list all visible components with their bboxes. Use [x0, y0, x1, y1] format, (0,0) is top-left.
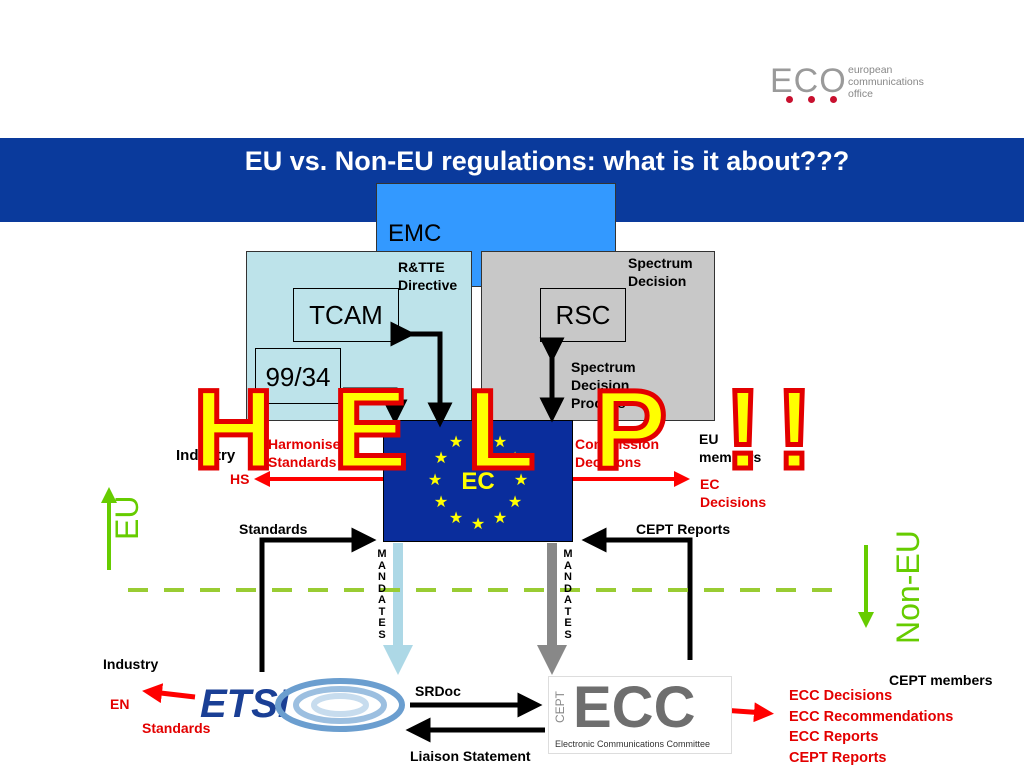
spectrum-decision-process-label: Spectrum Decision Process	[571, 359, 636, 411]
eco-logo-mark: ECO	[770, 62, 847, 100]
commission-decisions-label: Commission Decisions	[575, 436, 660, 470]
cept-members-label: CEPT members	[889, 672, 993, 688]
industry-label: Industry	[103, 656, 159, 672]
ecc-logo-text: ECC	[573, 675, 696, 740]
rtte-label: R&TTE Directive	[398, 259, 458, 293]
etsi-logo-swirl	[275, 678, 405, 732]
mandates-left-label: M A N D A T E S	[377, 548, 387, 641]
standards-arrow	[259, 527, 377, 672]
spectrum-decision-label: Spectrum Decision	[628, 255, 693, 289]
tcam-ec-arrow	[390, 321, 453, 428]
srdoc-label: SRDoc	[415, 683, 461, 699]
ecc-output-item: ECC Decisions	[789, 688, 893, 704]
eco-logo-dots	[786, 96, 846, 106]
etsi-logo: ETSI	[200, 674, 410, 736]
directive-box	[255, 348, 341, 404]
svg-text:★: ★	[434, 492, 448, 511]
ec-label: EC	[461, 468, 495, 495]
cept-reports-eu-label: CEPT Reports	[636, 521, 731, 537]
etsi-logo-text: ETSI	[200, 682, 289, 726]
svg-text:★: ★	[493, 508, 507, 527]
standards-eu-label: Standards	[239, 521, 308, 537]
eco-logo: ECO european communications office	[770, 62, 950, 110]
liaison-statement-label: Liaison Statement	[410, 748, 531, 764]
mandates-right-label: M A N D A T E S	[563, 548, 573, 641]
eu-side-label: EU	[109, 495, 145, 540]
ec-decisions-label: EC Decisions	[700, 476, 767, 510]
noneu-side-label: Non-EU	[890, 530, 926, 644]
svg-text:★: ★	[471, 514, 485, 533]
ecc-output-item: ECC Reports	[789, 729, 879, 745]
svg-text:★: ★	[508, 448, 522, 467]
ec-box	[383, 420, 573, 542]
industry-eu-label: Industry	[176, 447, 236, 464]
tcam-box	[293, 288, 399, 342]
hs-label: HS	[230, 471, 250, 487]
emc-label: EMC	[388, 220, 442, 247]
svg-text:★: ★	[493, 432, 507, 451]
ecc-logo-subtitle: Electronic Communications Committee	[555, 739, 711, 749]
directive-ec-arrow	[343, 387, 408, 425]
rsc-box	[540, 288, 626, 342]
en-label: EN	[110, 696, 130, 712]
ecc-outputs-list: ECC Decisions ECC Recommendations ECC Re…	[789, 686, 953, 768]
svg-text:★: ★	[434, 448, 448, 467]
eu-members-label: EU members	[699, 431, 762, 465]
svg-text:★: ★	[508, 492, 522, 511]
ecc-output-item: ECC Recommendations	[789, 708, 954, 725]
ecc-logo: CEPT ECC Electronic Communications Commi…	[548, 676, 732, 754]
svg-text:★: ★	[449, 432, 463, 451]
header-area	[0, 0, 1024, 138]
eu-flag-stars: ★ ★ ★ ★ ★ ★ ★ ★ ★ ★ ★ ★	[428, 425, 528, 533]
tcam-label: TCAM	[309, 300, 383, 330]
ecc-logo-cept: CEPT	[553, 690, 567, 723]
ecc-output-item: CEPT Reports	[789, 749, 887, 766]
rsc-label: RSC	[555, 300, 611, 330]
en-arrow	[142, 683, 196, 704]
standards-output-label: Standards	[142, 720, 211, 736]
svg-text:★: ★	[471, 425, 485, 444]
eco-logo-name: european communications office	[848, 64, 924, 100]
slide-title: EU vs. Non-EU regulations: what is it ab…	[244, 146, 850, 176]
cept-reports-arrow	[581, 527, 693, 660]
svg-text:★: ★	[428, 470, 442, 489]
svg-text:★: ★	[514, 470, 528, 489]
svg-text:★: ★	[449, 508, 463, 527]
harmonised-standards-label: Harmonised Standards	[268, 436, 349, 470]
directive-label: 99/34	[265, 362, 331, 392]
